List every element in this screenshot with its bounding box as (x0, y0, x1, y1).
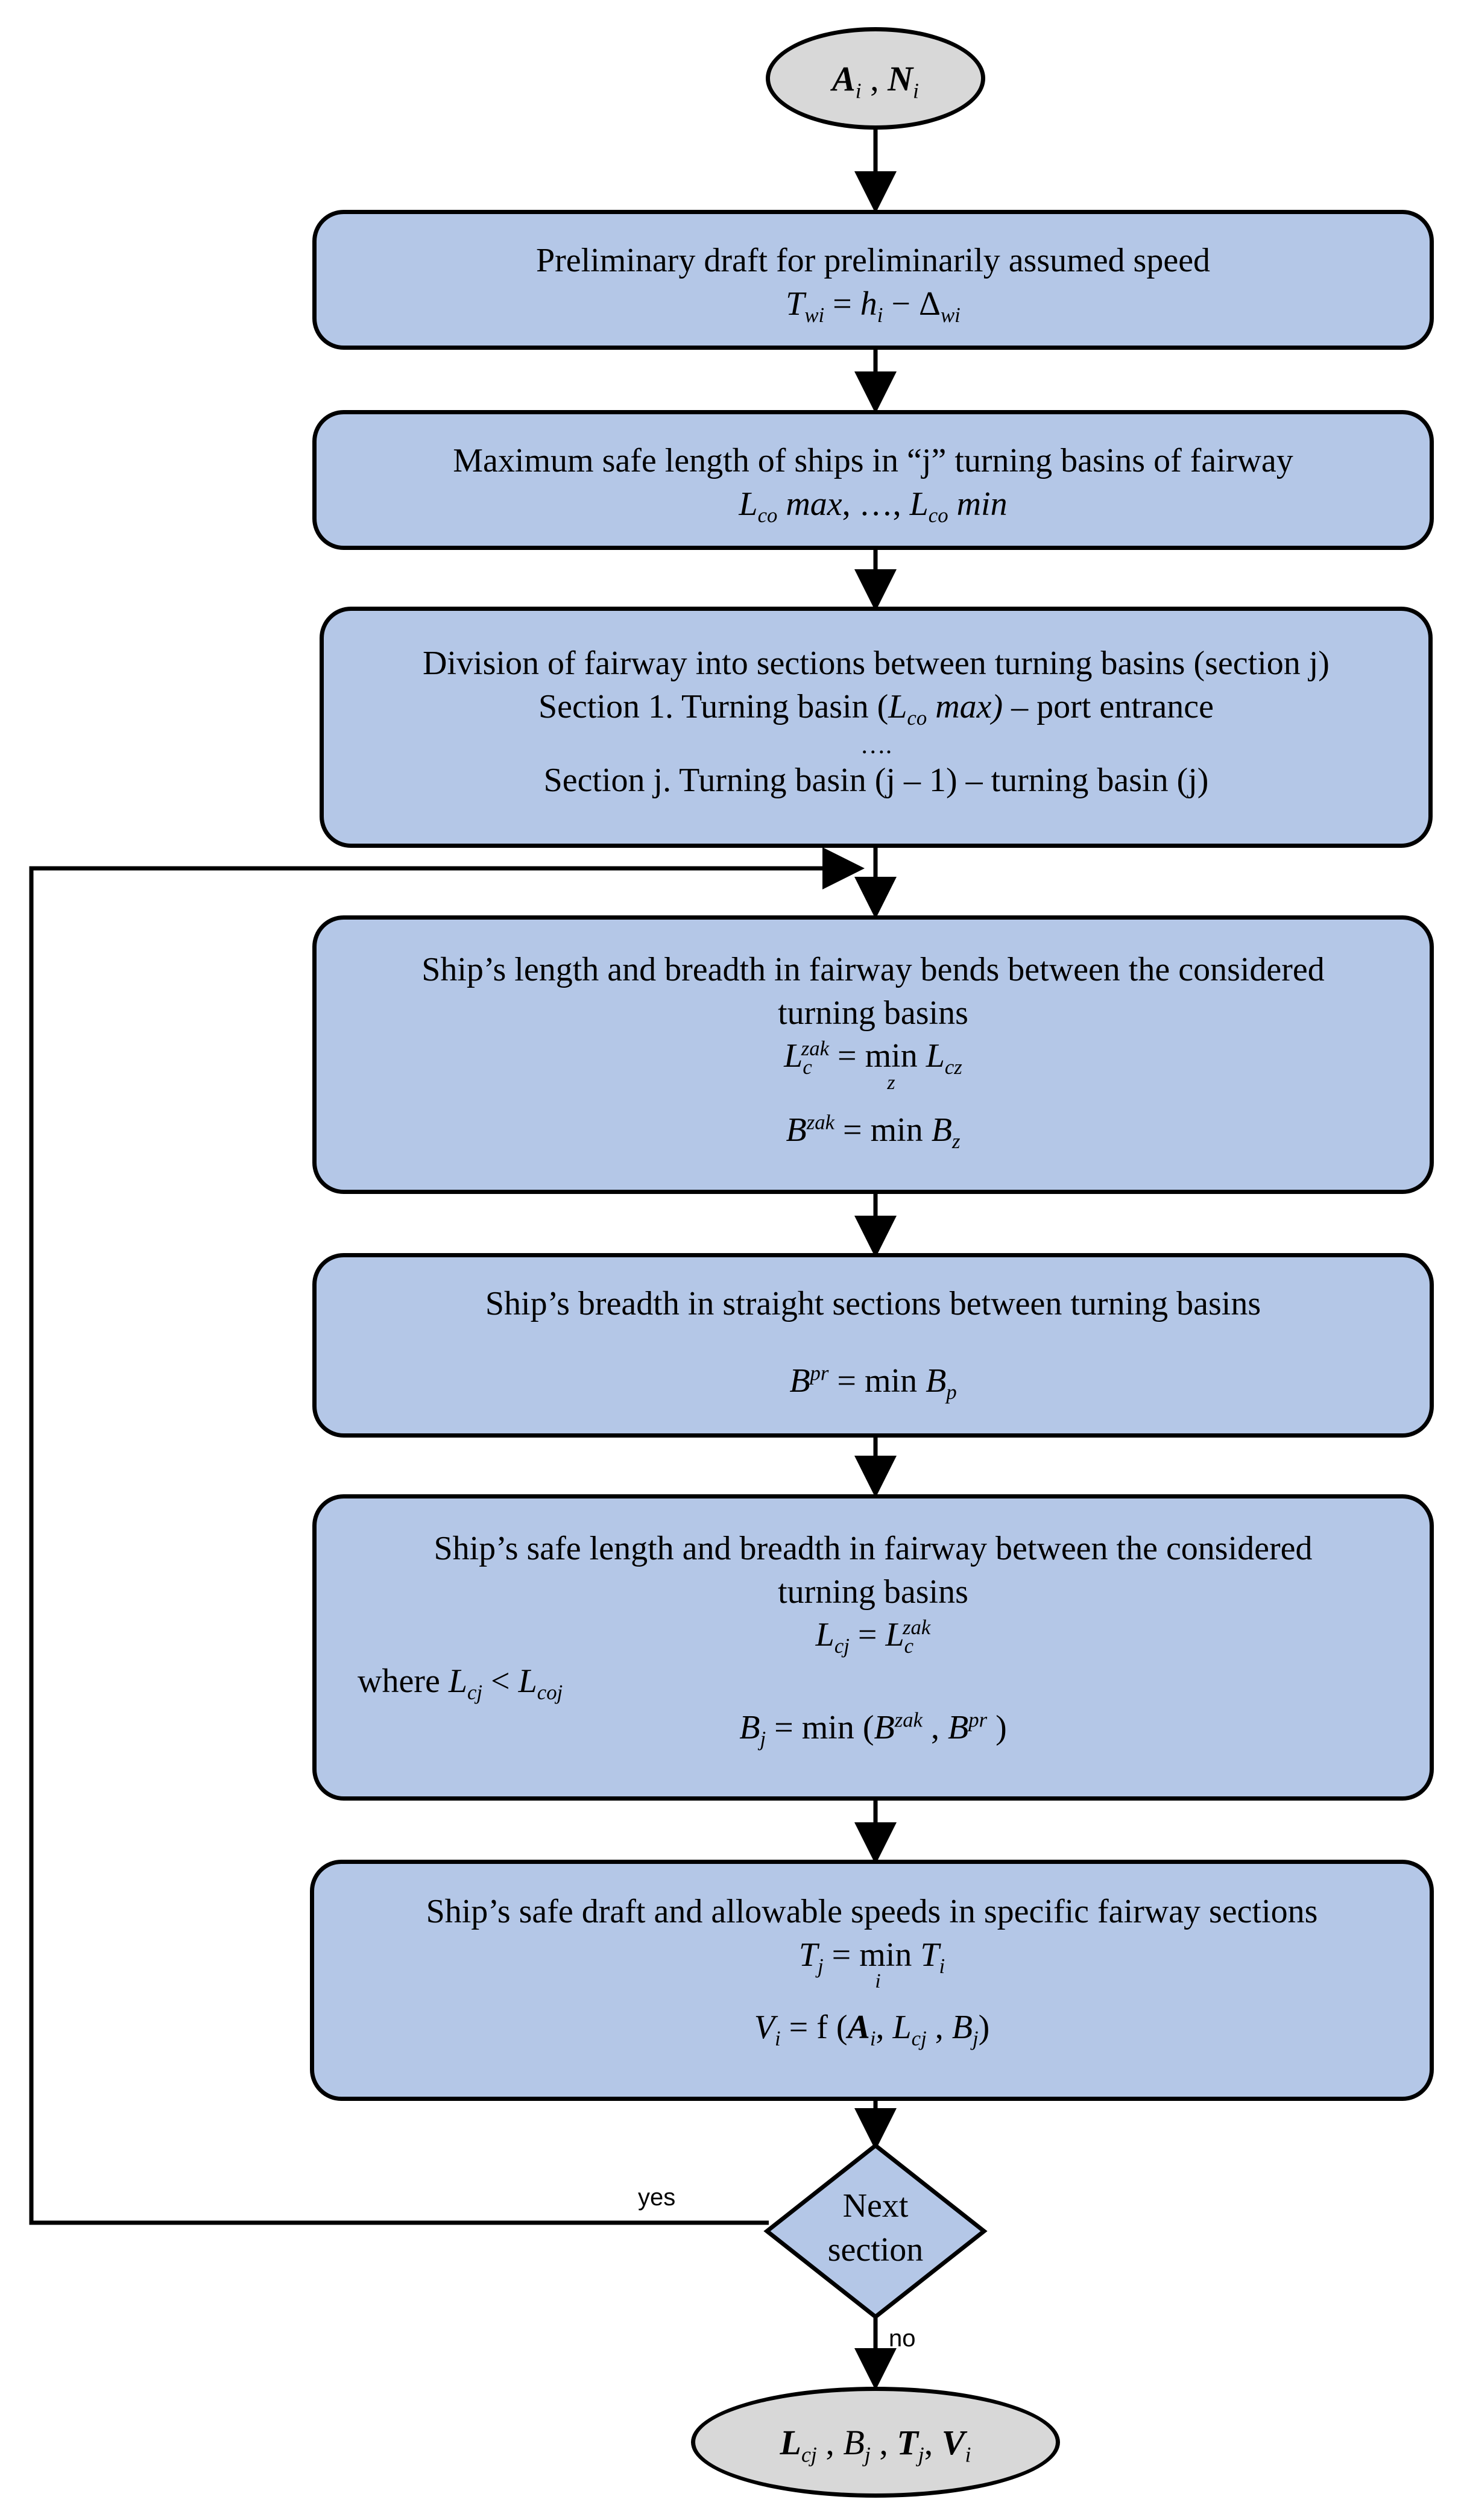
b4-min-index: z (887, 1071, 895, 1094)
step-max-safe-length: Maximum safe length of ships in “j” turn… (312, 410, 1434, 550)
b5-title: Ship’s breadth in straight sections betw… (485, 1285, 1261, 1322)
b5-formula: Bpr = min Bp (789, 1361, 957, 1404)
step-length-breadth-bends: Ship’s length and breadth in fairway ben… (312, 915, 1434, 1194)
b3-section-j: Section j. Turning basin (j – 1) – turni… (543, 762, 1209, 800)
start-a: A (831, 59, 856, 98)
b4-title-2: turning basins (778, 994, 968, 1032)
b7-title: Ship’s safe draft and allowable speeds i… (426, 1893, 1318, 1930)
b3-title: Division of fairway into sections betwee… (423, 645, 1330, 682)
b1-title: Preliminary draft for preliminarily assu… (535, 242, 1211, 279)
step-preliminary-draft: Preliminary draft for preliminarily assu… (312, 210, 1434, 350)
start-n-sub: i (913, 78, 920, 103)
start-sep: , (861, 59, 888, 98)
edge-yes-loop (29, 847, 865, 2225)
decision-diamond (763, 2143, 988, 2320)
b1-formula: Twi = hi − Δwi (786, 285, 961, 327)
b7-min-index: i (875, 1970, 881, 1993)
start-n: N (888, 59, 913, 98)
b3-ellipsis: …. (860, 731, 892, 760)
start-a-sub: i (855, 78, 862, 103)
b2-formula: Lco max, …, Lco min (739, 485, 1008, 527)
b6-where: where Lcj < Lcoj (358, 1662, 563, 1705)
b4-formula-length: Lczak = min Lcz (784, 1036, 962, 1079)
b2-title: Maximum safe length of ships in “j” turn… (453, 442, 1293, 479)
step-safe-length-breadth: Ship’s safe length and breadth in fairwa… (312, 1494, 1434, 1801)
b4-formula-breadth: Bzak = min Bz (786, 1110, 961, 1154)
start-node: Ai , Ni (766, 27, 985, 130)
b4-title: Ship’s length and breadth in fairway ben… (421, 951, 1325, 988)
decision-line-1: Next (842, 2187, 909, 2225)
end-node: Lcj , Bj , Tj, Vi (691, 2387, 1060, 2498)
b6-formula-breadth: Bj = min (Bzak , Bpr ) (739, 1707, 1007, 1751)
b7-formula-draft: Tj = min Ti (798, 1936, 945, 1978)
b6-formula-length: Lcj = Lczak (815, 1615, 931, 1658)
decision-line-2: section (827, 2231, 924, 2269)
step-division-of-fairway: Division of fairway into sections betwee… (320, 607, 1433, 848)
b3-section-1: Section 1. Turning basin (Lco max) – por… (538, 687, 1214, 730)
label-no: no (889, 2325, 916, 2352)
b6-title: Ship’s safe length and breadth in fairwa… (434, 1530, 1313, 1567)
step-breadth-straight: Ship’s breadth in straight sections betw… (312, 1253, 1434, 1438)
b6-title-2: turning basins (778, 1573, 968, 1611)
b7-formula-speed: Vi = f (Ai, Lcj , Bj) (754, 2009, 990, 2051)
decision-text: Next section (791, 2184, 960, 2272)
step-safe-draft-speeds: Ship’s safe draft and allowable speeds i… (310, 1860, 1434, 2101)
label-yes: yes (638, 2184, 676, 2211)
